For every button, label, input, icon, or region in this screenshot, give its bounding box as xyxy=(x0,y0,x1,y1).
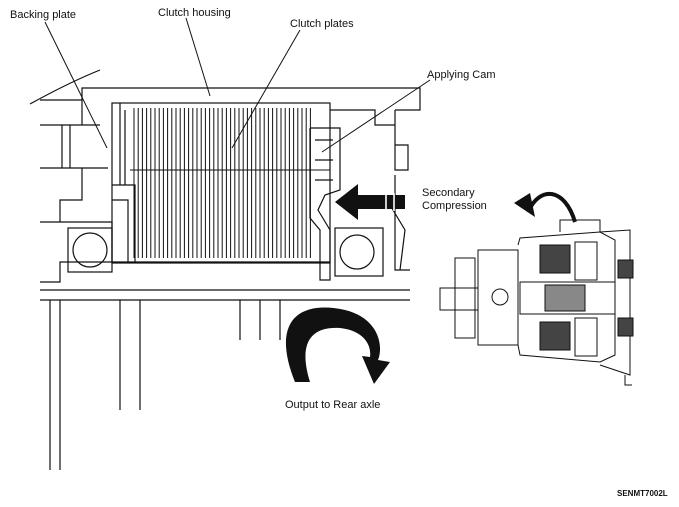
label-applying-cam: Applying Cam xyxy=(427,69,496,81)
bearing-right xyxy=(334,227,384,277)
compression-arrow-icon xyxy=(335,184,405,220)
leader-lines xyxy=(44,17,431,153)
transfer-assembly-inset xyxy=(439,219,634,386)
label-clutch-plates: Clutch plates xyxy=(290,18,354,30)
curved-arrow-small-icon xyxy=(514,192,577,223)
figure-code: SENMT7002L xyxy=(617,489,668,498)
applying-cam xyxy=(309,127,341,281)
clutch-plates xyxy=(130,108,330,258)
label-secondary-compression: Secondary Compression xyxy=(422,187,487,212)
bearing-left xyxy=(67,227,113,273)
rotation-arrow-icon xyxy=(285,307,390,384)
label-clutch-housing: Clutch housing xyxy=(158,7,231,19)
transfer-case-outline xyxy=(29,69,421,470)
label-backing-plate: Backing plate xyxy=(10,9,77,21)
label-output: Output to Rear axle xyxy=(285,399,381,411)
clutch-housing xyxy=(111,102,395,264)
